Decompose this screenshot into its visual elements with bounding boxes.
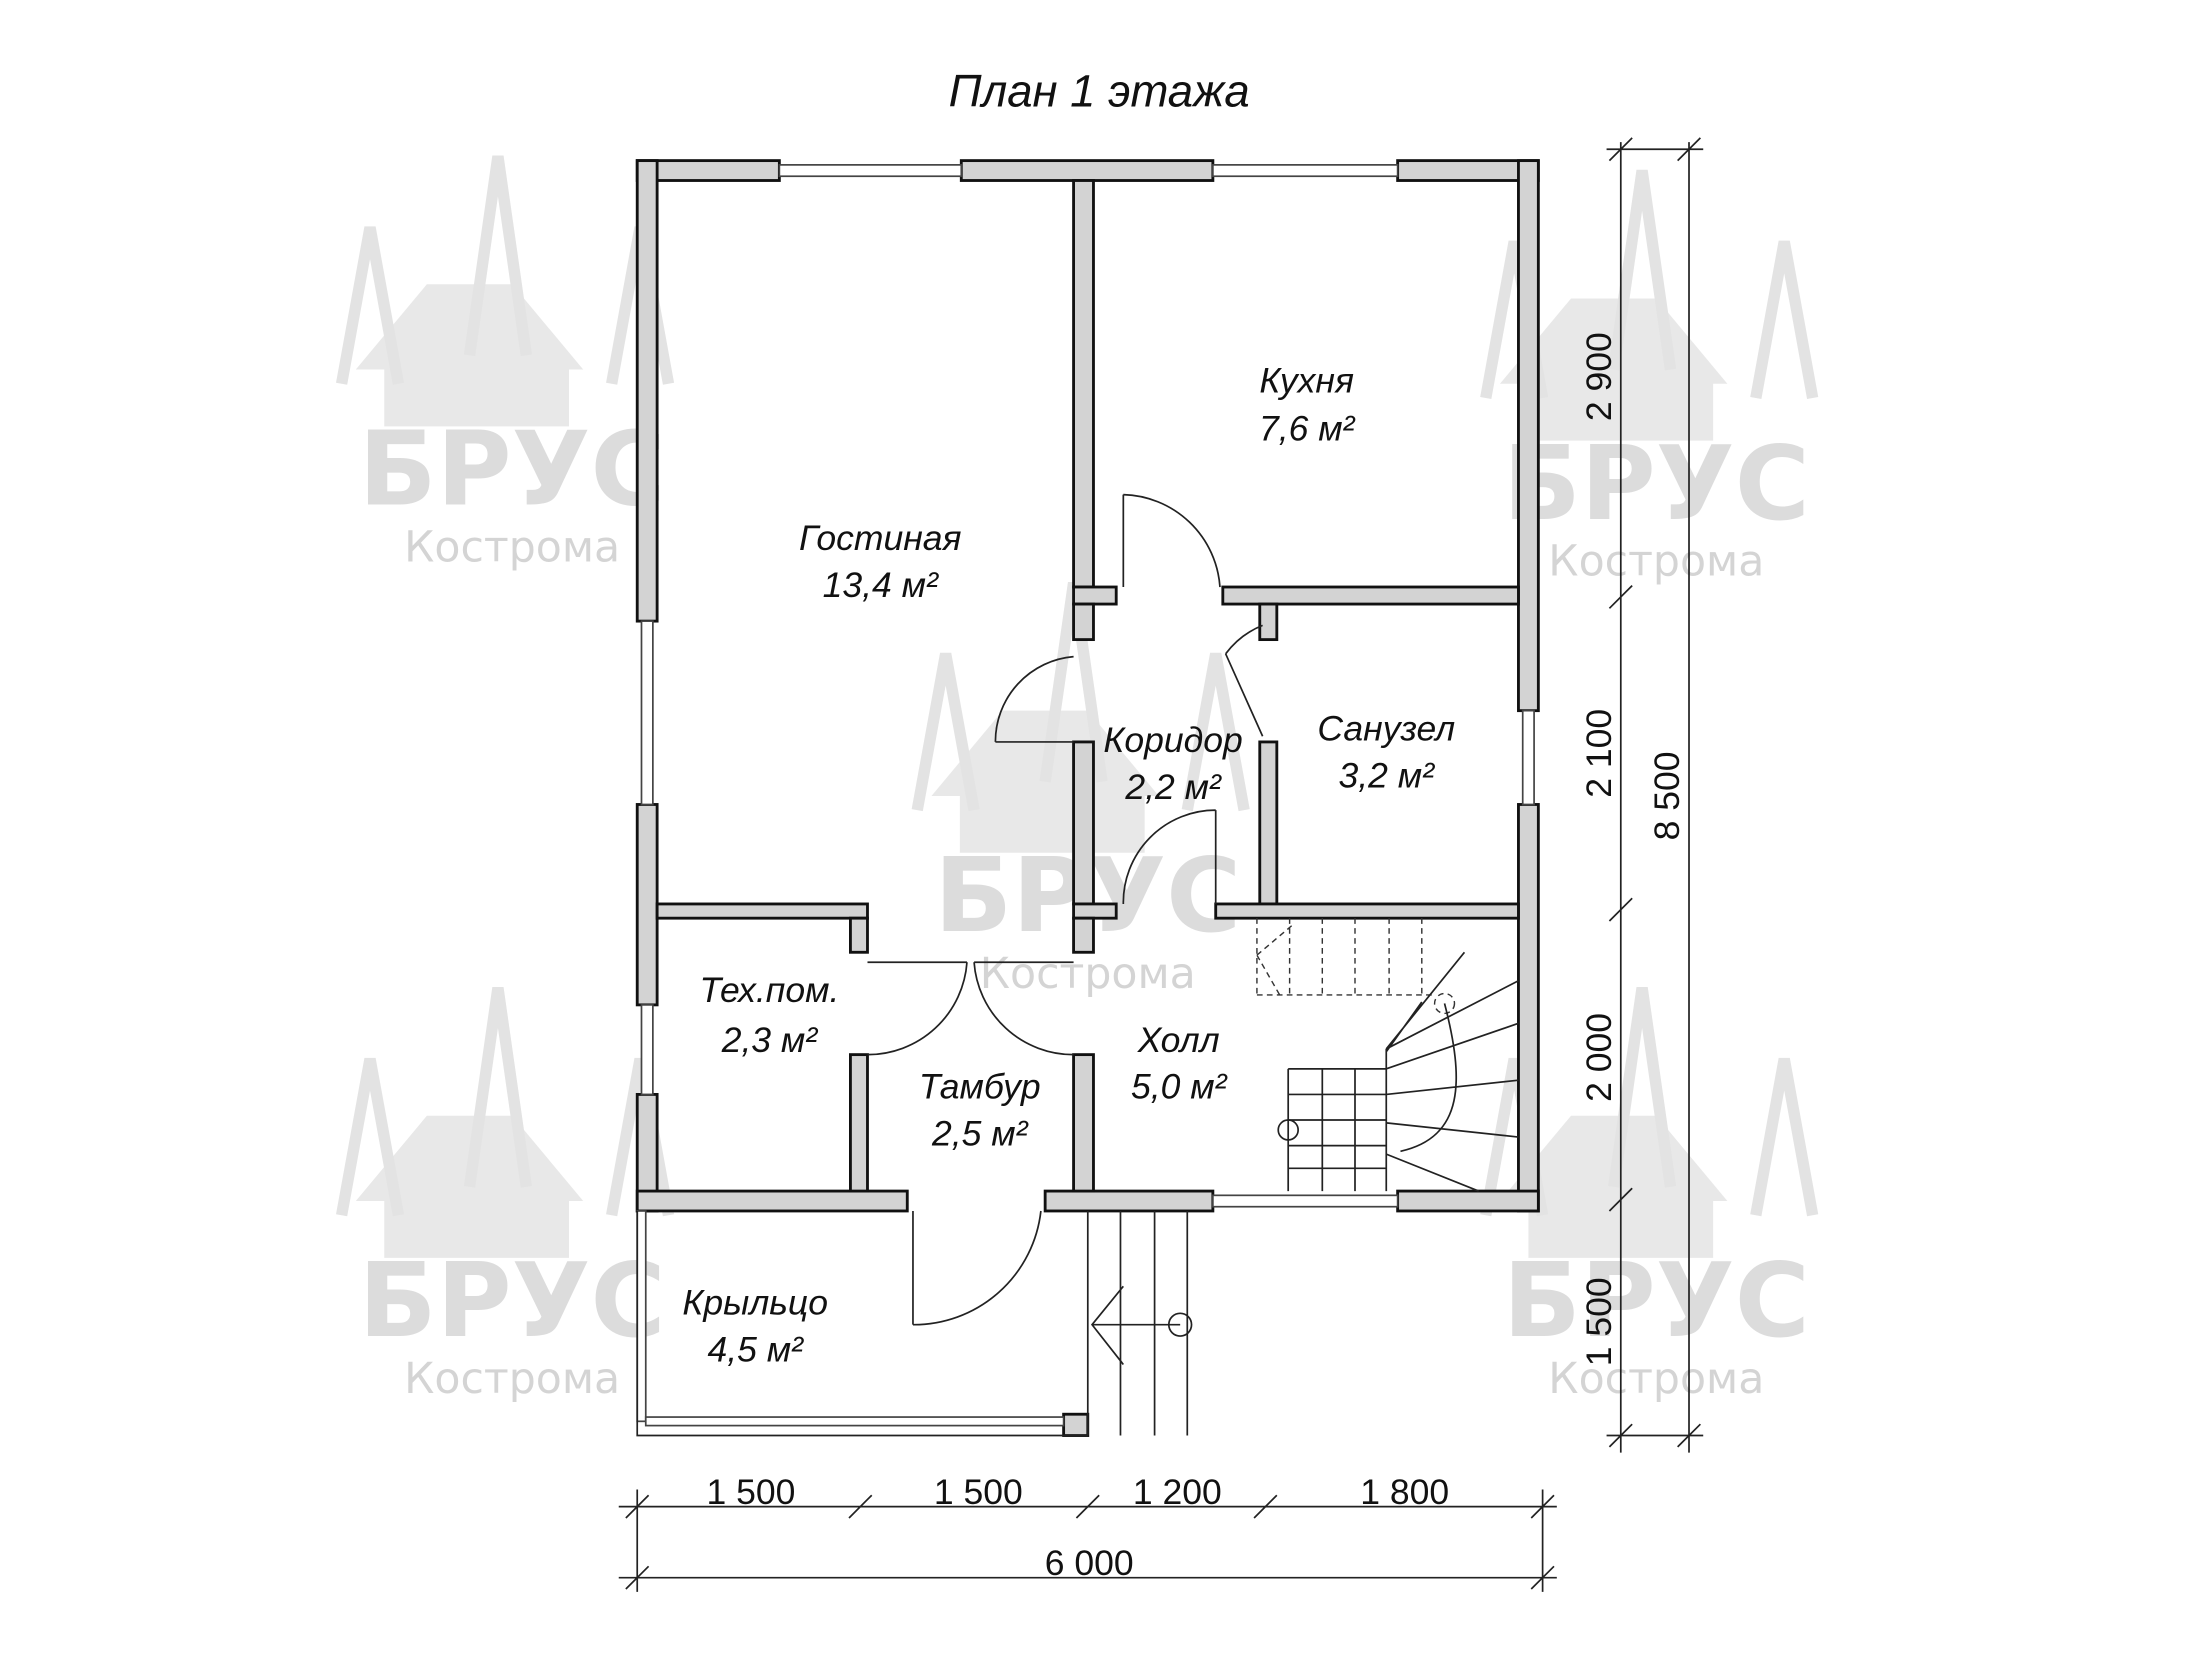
dimensions-right: 2 900 2 100 2 000 1 500 8 500 xyxy=(1579,137,1704,1453)
svg-text:Тамбур: Тамбур xyxy=(919,1067,1041,1107)
svg-text:2 100: 2 100 xyxy=(1579,709,1619,798)
room-tambur: Тамбур 2,5 м² xyxy=(919,1067,1041,1154)
svg-text:БРУС: БРУС xyxy=(1503,1242,1810,1361)
svg-text:Кострома: Кострома xyxy=(1548,1354,1764,1404)
room-labels: Гостиная 13,4 м² Кухня 7,6 м² Коридор 2,2 м… xyxy=(682,360,1455,1369)
room-krylco: Крыльцо 4,5 м² xyxy=(682,1283,828,1370)
room-gostinaya: Гостиная 13,4 м² xyxy=(799,518,961,605)
svg-text:3,2 м²: 3,2 м² xyxy=(1339,755,1436,795)
porch xyxy=(636,1210,1193,1437)
svg-text:Санузел: Санузел xyxy=(1317,709,1455,749)
windows xyxy=(640,164,1535,1208)
svg-text:2 900: 2 900 xyxy=(1579,332,1619,421)
svg-text:2 000: 2 000 xyxy=(1579,1013,1619,1102)
svg-text:6 000: 6 000 xyxy=(1045,1543,1134,1583)
svg-text:1 200: 1 200 xyxy=(1133,1472,1222,1512)
svg-text:БРУС: БРУС xyxy=(359,411,666,530)
svg-text:2,5 м²: 2,5 м² xyxy=(931,1114,1029,1154)
svg-text:Гостиная: Гостиная xyxy=(799,518,961,558)
room-koridor: Коридор 2,2 м² xyxy=(1103,720,1242,807)
svg-text:1 500: 1 500 xyxy=(934,1472,1023,1512)
svg-text:1 800: 1 800 xyxy=(1360,1472,1449,1512)
room-tekhpom: Тех.пом. 2,3 м² xyxy=(699,970,839,1060)
doors xyxy=(867,493,1264,1326)
svg-text:Кострома: Кострома xyxy=(1548,537,1764,587)
svg-text:2,2 м²: 2,2 м² xyxy=(1124,767,1222,807)
svg-text:Коридор: Коридор xyxy=(1103,720,1242,760)
watermarks: БРУС Кострома БРУС Кострома БРУС Костром… xyxy=(335,155,1819,1404)
svg-text:Кострома: Кострома xyxy=(980,949,1196,999)
room-kholl: Холл 5,0 м² xyxy=(1131,1020,1228,1107)
svg-text:1 500: 1 500 xyxy=(706,1472,795,1512)
svg-text:1 500: 1 500 xyxy=(1579,1277,1619,1366)
svg-text:Кострома: Кострома xyxy=(404,1354,620,1404)
svg-text:7,6 м²: 7,6 м² xyxy=(1259,409,1356,449)
svg-text:2,3 м²: 2,3 м² xyxy=(721,1020,819,1060)
walls xyxy=(635,159,1540,1437)
svg-text:5,0 м²: 5,0 м² xyxy=(1131,1067,1228,1107)
staircase xyxy=(1256,918,1519,1192)
watermark-logo: БРУС Кострома xyxy=(1480,987,1819,1404)
watermark-logo: БРУС Кострома xyxy=(335,155,675,572)
room-kukhnya: Кухня 7,6 м² xyxy=(1259,360,1356,448)
svg-text:Крыльцо: Крыльцо xyxy=(682,1283,828,1323)
watermark-logo: БРУС Кострома xyxy=(1480,169,1819,587)
svg-text:Тех.пом.: Тех.пом. xyxy=(699,970,839,1010)
watermark-logo: БРУС Кострома xyxy=(335,987,675,1404)
svg-text:4,5 м²: 4,5 м² xyxy=(707,1330,804,1370)
svg-text:Кострома: Кострома xyxy=(404,522,620,572)
svg-text:13,4 м²: 13,4 м² xyxy=(823,565,939,605)
svg-text:Холл: Холл xyxy=(1137,1020,1220,1060)
svg-text:БРУС: БРУС xyxy=(1503,425,1810,544)
svg-text:8 500: 8 500 xyxy=(1647,751,1687,840)
room-sanuzel: Санузел 3,2 м² xyxy=(1317,709,1455,796)
svg-text:Кухня: Кухня xyxy=(1259,360,1354,400)
plan-title: План 1 этажа xyxy=(949,66,1250,117)
svg-text:БРУС: БРУС xyxy=(359,1242,666,1361)
dimensions-bottom: 1 500 1 500 1 200 1 800 6 000 xyxy=(618,1472,1557,1592)
